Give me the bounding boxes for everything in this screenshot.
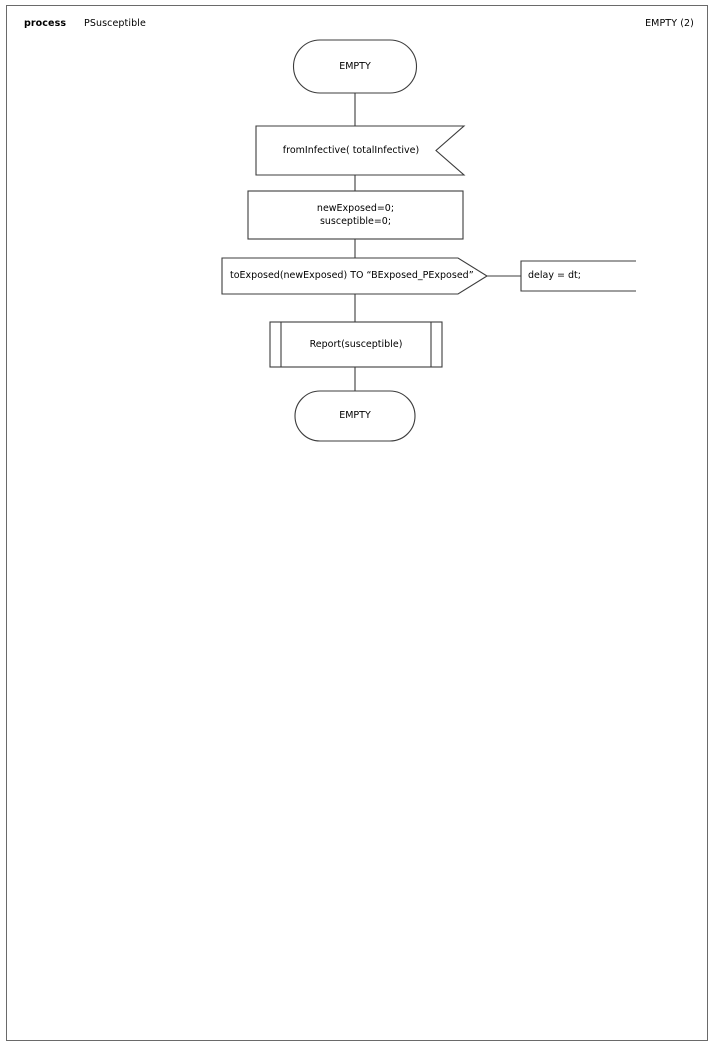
shape-delay-annotation [520,260,636,292]
header-right-label: EMPTY (2) [645,18,694,29]
shape-end-terminal [294,390,416,442]
page-border [6,5,708,1041]
shape-start-terminal [292,39,418,94]
shape-assignment-block [247,190,464,240]
shape-receive-from-infective [255,125,466,176]
header-keyword-process: process [24,18,67,29]
header-process-name: PSusceptible [84,18,146,29]
shape-send-to-exposed [221,257,489,295]
shape-report-subroutine [269,321,443,368]
